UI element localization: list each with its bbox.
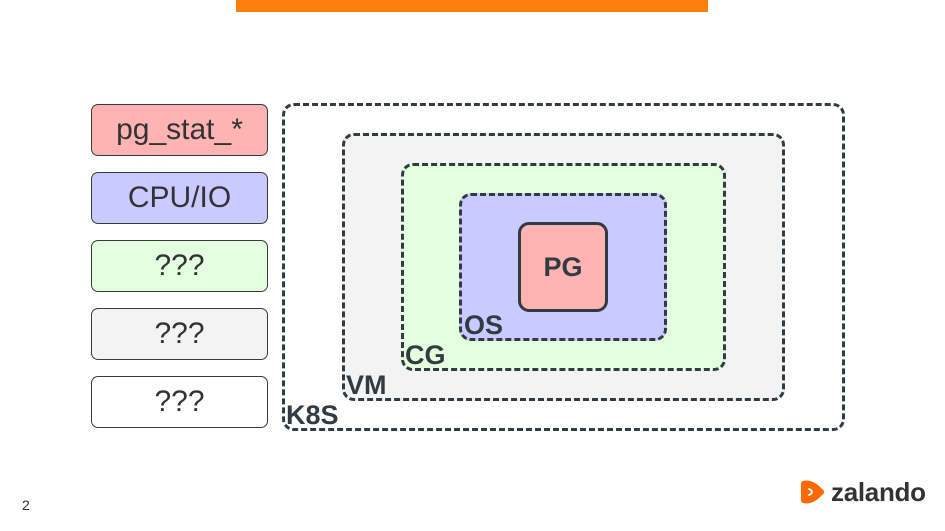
legend-pg-stat-label: pg_stat_* <box>116 113 243 146</box>
zalando-logo-icon <box>801 480 825 504</box>
pg-box: PG <box>518 222 608 312</box>
legend-unknown-k8s: ??? <box>91 376 268 428</box>
legend-cpu-io-label: CPU/IO <box>127 181 232 214</box>
pg-label: PG <box>543 251 583 282</box>
vm-label: VM <box>346 370 387 400</box>
zalando-logo: zalando <box>800 478 926 506</box>
zalando-logo-text: zalando <box>831 477 926 507</box>
cg-label: CG <box>405 340 446 370</box>
os-label: OS <box>464 310 504 340</box>
page-number: 2 <box>22 497 30 513</box>
legend-unknown-vm-label: ??? <box>154 317 205 350</box>
legend-cpu-io: CPU/IO <box>91 172 268 224</box>
legend-unknown-cg: ??? <box>91 240 268 292</box>
title-accent-bar <box>236 0 708 12</box>
legend-unknown-k8s-label: ??? <box>154 385 205 418</box>
legend-unknown-cg-label: ??? <box>154 249 205 282</box>
k8s-label: K8S <box>286 400 339 430</box>
legend-unknown-vm: ??? <box>91 308 268 360</box>
legend-pg-stat: pg_stat_* <box>91 104 268 156</box>
